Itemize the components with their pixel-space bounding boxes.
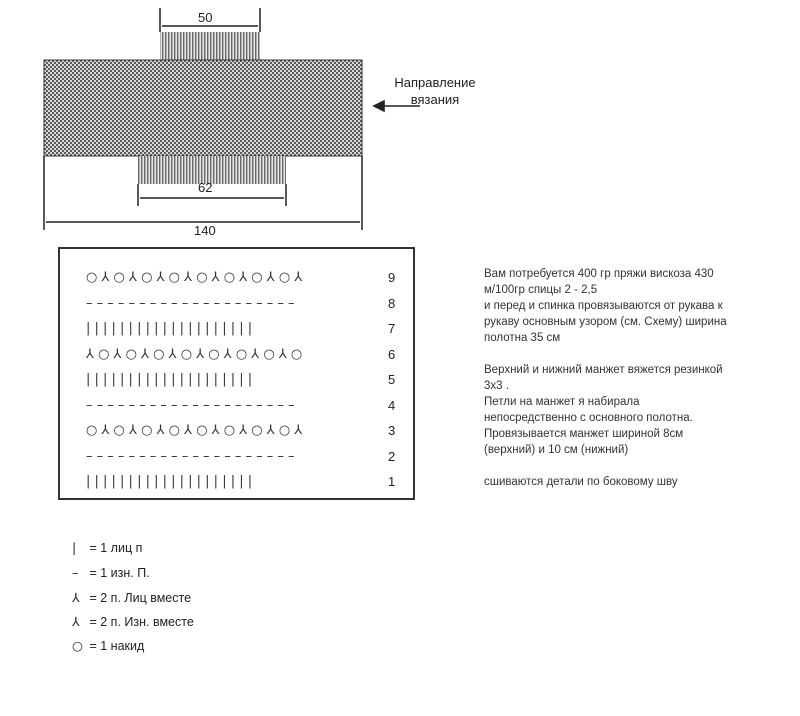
dimension-total-line (43, 156, 363, 230)
legend-item-k2tog: ⅄ = 2 п. Лиц вместе (72, 590, 191, 605)
chart-row-number: 5 (388, 372, 396, 387)
chart-row-number: 9 (388, 270, 396, 285)
chart-row-symbols: ○ ⅄ ○ ⅄ ○ ⅄ ○ ⅄ ○ ⅄ ○ ⅄ ○ ⅄ ○ ⅄ (86, 270, 303, 285)
note-line: рукаву основным узором (см. Схему) ширин… (484, 316, 727, 328)
legend-item-knit: | = 1 лиц п (72, 540, 142, 555)
legend-text: = 1 изн. П. (89, 566, 150, 580)
top-cuff (160, 32, 260, 60)
chart-row-number: 1 (388, 474, 396, 489)
chart-row-symbols: – – – – – – – – – – – – – – – – – – – – (86, 295, 295, 311)
note-line: 3х3 . (484, 380, 509, 392)
chart-row-symbols: | | | | | | | | | | | | | | | | | | | | (86, 372, 253, 387)
note-line: Верхний и нижний манжет вяжется резинкой (484, 364, 723, 376)
chart-row-symbols: – – – – – – – – – – – – – – – – – – – – (86, 397, 295, 413)
note-line: непосредственно с основного полотна. (484, 412, 693, 424)
dimension-bottom-label: 62 (198, 180, 213, 195)
dimension-bottom-line (137, 184, 287, 206)
note-line: Петли на манжет я набирала (484, 396, 640, 408)
direction-label: Направление вязания (380, 74, 490, 108)
k2tog-symbol-icon: ⅄ (72, 590, 80, 605)
direction-label-line2: вязания (410, 92, 460, 107)
dimension-total-label: 140 (194, 223, 216, 238)
legend-text: = 1 лиц п (89, 541, 143, 555)
stitch-chart-frame (58, 247, 415, 500)
chart-row-number: 6 (388, 346, 396, 362)
note-line: сшиваются детали по боковому шву (484, 476, 678, 488)
chart-row-number: 7 (388, 321, 396, 336)
dimension-top-line (159, 8, 261, 32)
legend-text: = 2 п. Изн. вместе (89, 615, 194, 629)
chart-row-symbols: ○ ⅄ ○ ⅄ ○ ⅄ ○ ⅄ ○ ⅄ ○ ⅄ ○ ⅄ ○ ⅄ (86, 423, 303, 438)
notes-block: Вам потребуется 400 гр пряжи вискоза 430… (484, 266, 784, 490)
dimension-top-label: 50 (198, 10, 213, 25)
note-line: Провязывается манжет шириной 8см (484, 428, 684, 440)
chart-row-number: 4 (388, 397, 396, 413)
garment-schematic (43, 8, 420, 230)
note-line: Вам потребуется 400 гр пряжи вискоза 430 (484, 268, 714, 280)
direction-arrow (372, 99, 420, 113)
knit-symbol-icon: | (72, 540, 77, 555)
chart-row-symbols: ⅄ ○ ⅄ ○ ⅄ ○ ⅄ ○ ⅄ ○ ⅄ ○ ⅄ ○ ⅄ ○ (86, 346, 303, 362)
bottom-cuff (138, 156, 286, 184)
note-line: м/100гр спицы 2 - 2,5 (484, 284, 598, 296)
note-line: (верхний) и 10 см (нижний) (484, 444, 629, 456)
chart-row-number: 3 (388, 423, 396, 438)
purl-symbol-icon: – (72, 565, 79, 580)
legend-text: = 1 накид (89, 639, 145, 653)
legend-item-p2tog: ⅄ = 2 п. Изн. вместе (72, 614, 194, 629)
legend-item-purl: – = 1 изн. П. (72, 565, 150, 580)
chart-row-symbols: | | | | | | | | | | | | | | | | | | | | (86, 474, 253, 489)
main-panel (43, 59, 363, 157)
chart-row-symbols: – – – – – – – – – – – – – – – – – – – – (86, 448, 295, 464)
chart-row-number: 8 (388, 295, 396, 311)
note-line: полотна 35 см (484, 332, 561, 344)
legend-text: = 2 п. Лиц вместе (89, 591, 192, 605)
p2tog-symbol-icon: ⅄ (72, 614, 80, 629)
direction-label-line1: Направление (394, 75, 476, 90)
yarn-over-symbol-icon: ○ (72, 638, 83, 653)
note-line: и перед и спинка провязываются от рукава… (484, 300, 723, 312)
legend-item-yarn-over: ○ = 1 накид (72, 638, 144, 653)
chart-row-number: 2 (388, 448, 396, 464)
chart-row-symbols: | | | | | | | | | | | | | | | | | | | | (86, 321, 253, 336)
